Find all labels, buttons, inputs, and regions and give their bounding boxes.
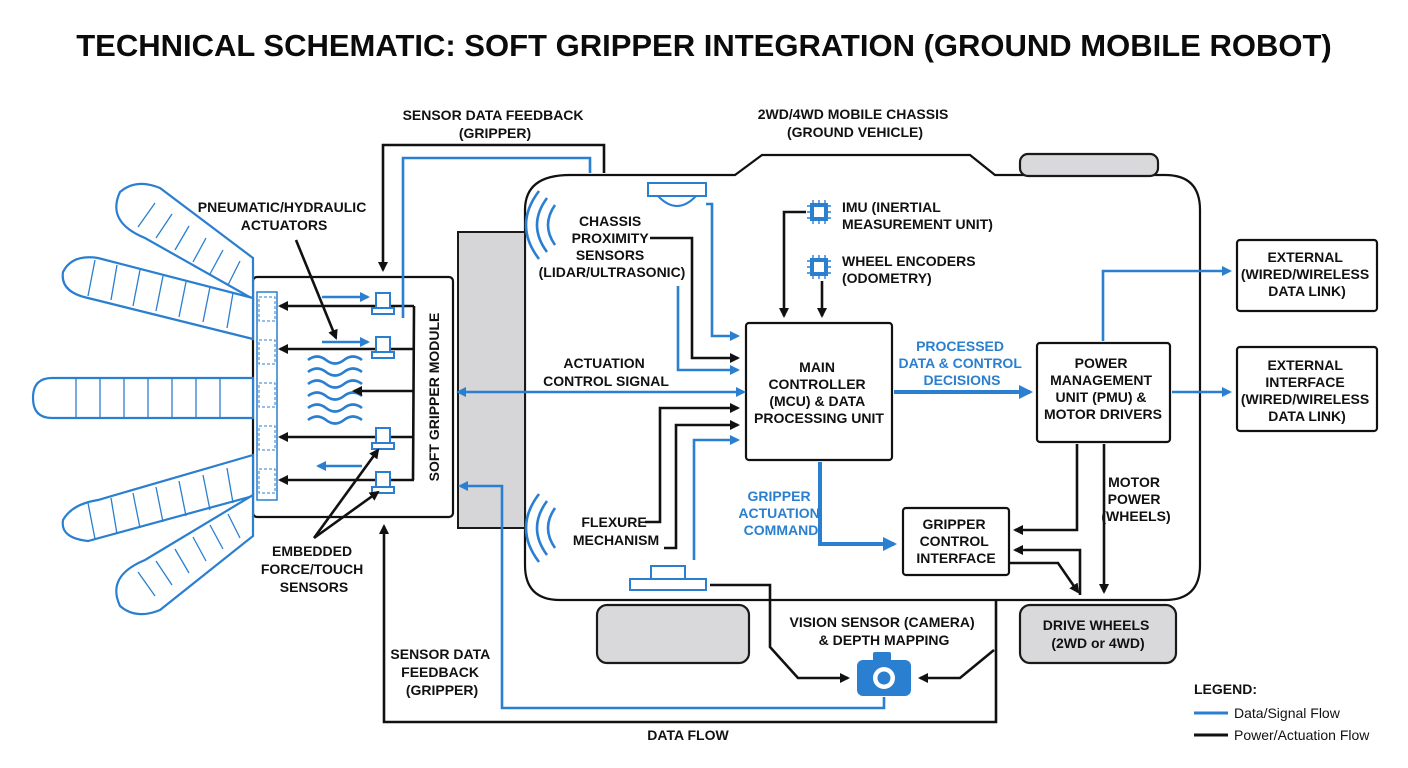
- external-interface-label: EXTERNAL INTERFACE (WIRED/WIRELESS DATA …: [1241, 357, 1373, 424]
- legend-power-flow: Power/Actuation Flow: [1234, 727, 1370, 743]
- page-title: TECHNICAL SCHEMATIC: SOFT GRIPPER INTEGR…: [76, 28, 1331, 63]
- encoders-label: WHEEL ENCODERS (ODOMETRY): [842, 253, 979, 286]
- legend-heading: LEGEND:: [1194, 681, 1257, 697]
- ceiling-sensor-icon: [647, 182, 707, 207]
- chassis-label: 2WD/4WD MOBILE CHASSIS (GROUND VEHICLE): [758, 106, 952, 140]
- flexure-label: FLEXURE MECHANISM: [573, 514, 659, 548]
- processed-data-label: PROCESSED DATA & CONTROL DECISIONS: [898, 338, 1025, 388]
- drive-wheels-box: [1018, 603, 1178, 665]
- front-wheel: [595, 603, 751, 665]
- proximity-wave-icon: [524, 190, 557, 260]
- camera-icon: [857, 652, 911, 696]
- sensor-feedback-bottom-label: SENSOR DATA FEEDBACK (GRIPPER): [390, 646, 493, 698]
- soft-gripper-module: [251, 275, 455, 519]
- main-controller-box: [744, 321, 894, 462]
- pmu-label: POWER MANAGEMENT UNIT (PMU) & MOTOR DRIV…: [1044, 355, 1162, 422]
- legend: LEGEND: Data/Signal Flow Power/Actuation…: [1194, 681, 1370, 743]
- imu-label: IMU (INERTIAL MEASUREMENT UNIT): [842, 199, 993, 232]
- actuators-label: PNEUMATIC/HYDRAULIC ACTUATORS: [198, 199, 370, 233]
- imu-chip-icon: [807, 200, 831, 224]
- proximity-sensors-label: CHASSIS PROXIMITY SENSORS (LIDAR/ULTRASO…: [539, 213, 686, 280]
- gripper-control-box: [901, 506, 1011, 577]
- drive-wheels-label: DRIVE WHEELS (2WD or 4WD): [1043, 617, 1153, 651]
- external-interface-box: [1235, 345, 1379, 433]
- legend-signal-flow: Data/Signal Flow: [1234, 705, 1341, 721]
- gripper-control-label: GRIPPER CONTROL INTERFACE: [916, 516, 995, 566]
- external-link-label: EXTERNAL (WIRED/WIRELESS DATA LINK): [1241, 249, 1373, 299]
- sensor-feedback-top-label: SENSOR DATA FEEDBACK (GRIPPER): [403, 107, 588, 141]
- vision-sensor-icon: [629, 565, 707, 591]
- external-link-box: [1235, 238, 1379, 313]
- motor-power-label: MOTOR POWER (WHEELS): [1101, 474, 1170, 524]
- actuation-signal-label: ACTUATION CONTROL SIGNAL: [543, 355, 669, 389]
- gripper-module-label: SOFT GRIPPER MODULE: [426, 313, 442, 482]
- data-flow-label: DATA FLOW: [647, 727, 729, 743]
- gripper-command-label: GRIPPER ACTUATION COMMAND: [738, 488, 823, 538]
- main-controller-label: MAIN CONTROLLER (MCU) & DATA PROCESSING …: [754, 359, 884, 426]
- vision-sensor-label: VISION SENSOR (CAMERA) & DEPTH MAPPING: [789, 614, 978, 648]
- embedded-sensors-label: EMBEDDED FORCE/TOUCH SENSORS: [261, 543, 367, 595]
- pmu-box: [1035, 341, 1172, 444]
- flexure-wave-icon: [524, 493, 557, 563]
- encoder-chip-icon: [807, 255, 831, 279]
- soft-gripper-fingers: [31, 182, 255, 616]
